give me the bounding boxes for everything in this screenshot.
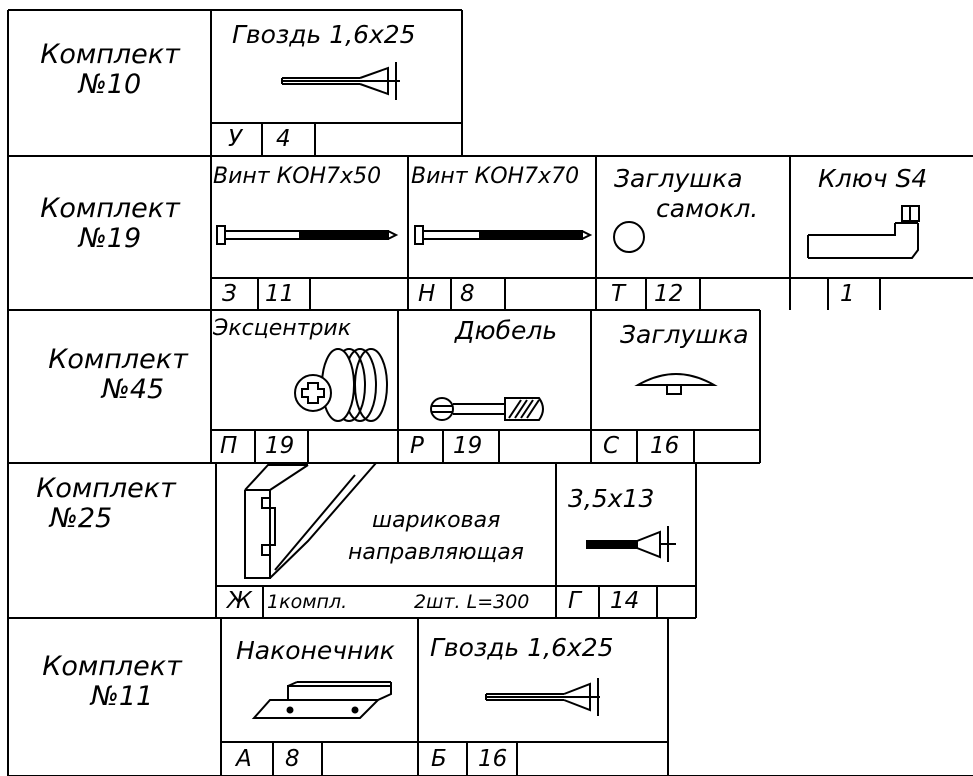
kit-number: №19 [78,223,142,255]
kit-number: №11 [90,681,154,713]
item-name-line2: направляющая [348,540,524,565]
kit-label: Комплект №10 [20,39,200,101]
item-quantity: 11 [265,281,295,307]
item-quantity: 12 [654,281,684,307]
item-code: З [222,281,237,307]
kit-title: Комплект [48,344,188,375]
item-quantity: 16 [650,433,680,459]
item-quantity: 8 [285,746,300,772]
guide-rail-icon [244,462,377,579]
item-quantity: 1 [840,281,855,307]
item-name: Винт КОН7х70 [411,164,580,189]
kit-number: №25 [49,503,113,535]
item-name-line2: самокл. [656,194,759,223]
item-code: У [228,126,243,152]
item-code: Н [418,281,436,307]
item-quantity: 14 [610,588,640,614]
kit-label: Комплект №11 [22,651,202,713]
dowel-icon [430,397,544,421]
kit-label: Комплект №45 [28,344,208,406]
item-quantity: 8 [460,281,475,307]
item-quantity: 19 [453,433,483,459]
item-code: Г [568,588,581,614]
screw-icon [216,225,399,245]
screw-icon [586,526,676,562]
item-name: Заглушка [620,320,749,349]
nail-icon [485,678,600,716]
item-quantity: 4 [276,126,291,152]
item-name: Гвоздь 1,6х25 [430,633,614,662]
item-name: 3,5х13 [568,484,655,513]
nail-icon [281,62,400,100]
eccentric-icon [294,348,388,422]
item-quantity: 16 [478,746,508,772]
kit-title: Комплект [40,39,180,70]
item-code: Ж [227,588,252,614]
item-code: Р [410,433,424,459]
kit-number: №45 [101,374,165,406]
kit-label: Комплект №19 [20,193,200,255]
item-quantity: 1компл. [267,591,348,613]
end-cap-icon [251,681,392,719]
screw-icon [414,225,593,245]
cap-icon [634,373,718,395]
item-name: Винт КОН7х50 [213,164,382,189]
hex-key-icon [807,205,920,259]
item-name: Эксцентрик [213,316,352,341]
item-name: Наконечник [236,636,395,665]
kit-title: Комплект [42,651,182,682]
cap-icon [613,221,645,253]
item-code: А [236,746,252,772]
item-code: Б [431,746,447,772]
item-quantity: 19 [265,433,295,459]
item-name: шариковая [372,508,501,533]
item-name: Дюбель [455,316,558,345]
item-code: Т [611,281,626,307]
item-code: П [220,433,238,459]
kit-label: Комплект №25 [16,473,196,535]
item-name: Гвоздь 1,6х25 [232,20,416,49]
item-note: 2шт. L=300 [414,591,530,613]
item-name: Ключ S4 [818,164,928,193]
item-name: Заглушка [614,164,743,193]
kit-title: Комплект [36,473,176,504]
kit-title: Комплект [40,193,180,224]
item-code: С [603,433,620,459]
kit-number: №10 [78,69,142,101]
